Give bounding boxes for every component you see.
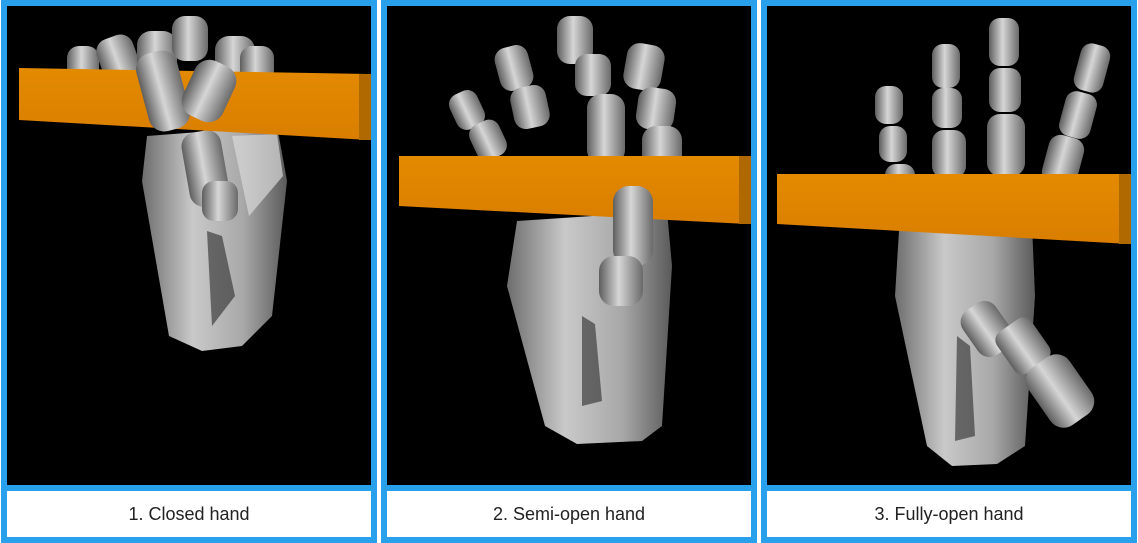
panel-closed-hand: 1. Closed hand bbox=[1, 0, 377, 543]
panel-fully-open-hand: 3. Fully-open hand bbox=[761, 0, 1137, 543]
robot-hand-fully-open-icon bbox=[767, 6, 1131, 485]
caption: 2. Semi-open hand bbox=[387, 491, 751, 537]
scene-view bbox=[387, 6, 751, 485]
caption: 1. Closed hand bbox=[7, 491, 371, 537]
panel-semi-open-hand: 2. Semi-open hand bbox=[381, 0, 757, 543]
scene-view bbox=[767, 6, 1131, 485]
scene-view bbox=[7, 6, 371, 485]
robot-hand-semi-open-icon bbox=[387, 6, 751, 485]
caption: 3. Fully-open hand bbox=[767, 491, 1131, 537]
robot-hand-closed-icon bbox=[7, 6, 371, 485]
